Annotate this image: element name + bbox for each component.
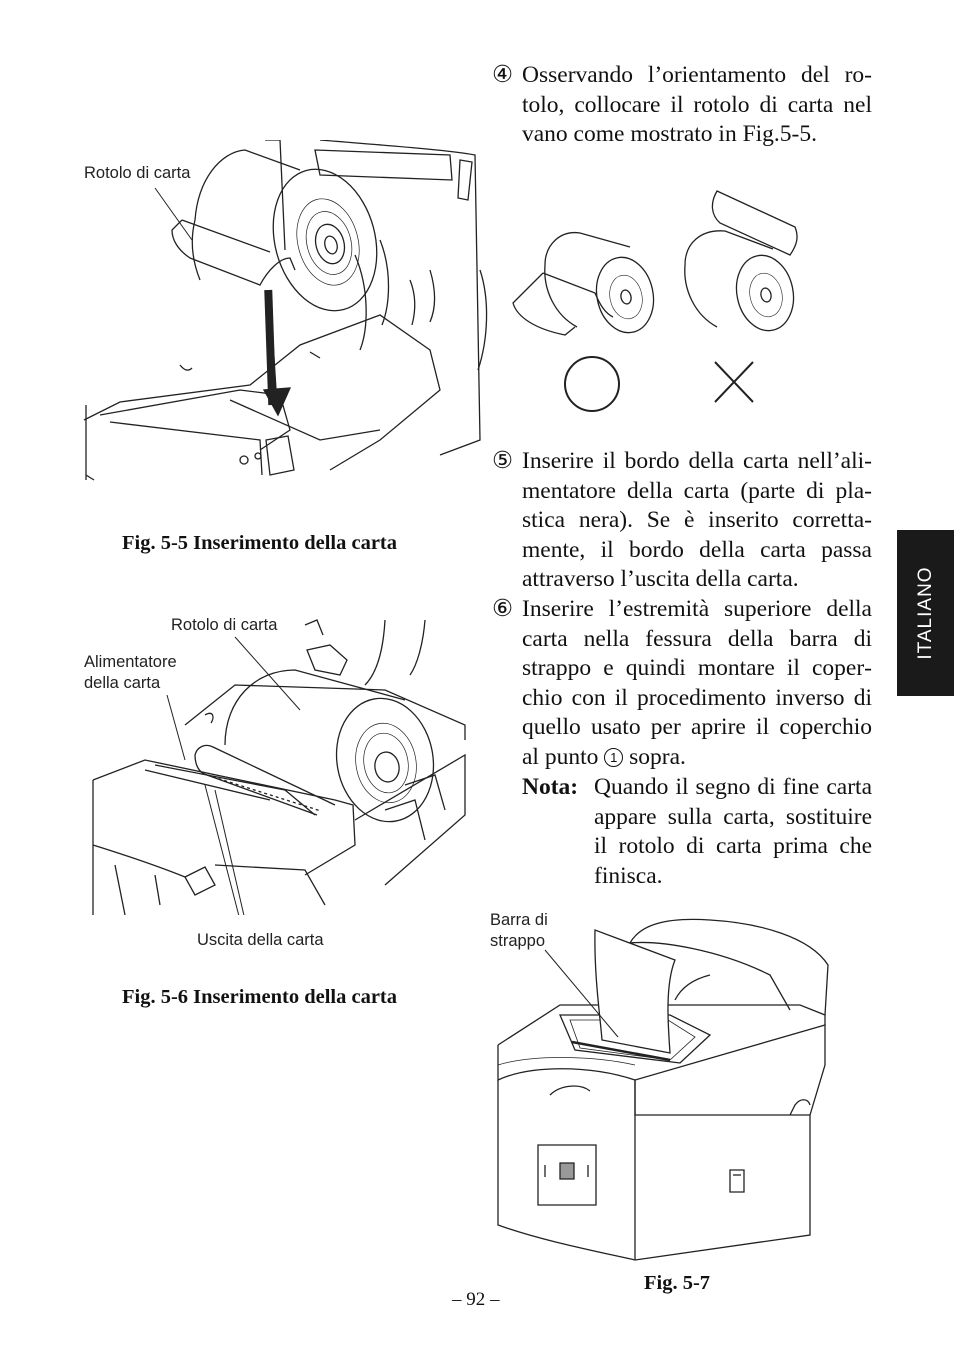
language-side-tab: ITALIANO xyxy=(897,530,954,696)
fig57-label-bar: Barra di strappo xyxy=(490,910,548,953)
wrong-cross-icon xyxy=(715,362,753,402)
language-side-tab-label: ITALIANO xyxy=(914,566,936,660)
step-6-text-end: sopra. xyxy=(629,743,686,770)
fig56-label-exit: Uscita della carta xyxy=(197,931,324,949)
note-label: Nota: xyxy=(522,774,579,800)
fig56-label-roll: Rotolo di carta xyxy=(171,616,278,634)
note-text: Quando il segno di fine carta appare sul… xyxy=(594,774,872,889)
fig57-caption: Fig. 5-7 xyxy=(644,1272,711,1294)
step-6-number: ⑥ xyxy=(492,596,514,622)
step-5-number: ⑤ xyxy=(492,448,514,474)
step-ref-1: 1 xyxy=(604,747,624,767)
fig55-illustration xyxy=(80,140,500,485)
step-5-text: Inserire il bordo della carta nell’ali­m… xyxy=(522,448,872,593)
fig55-label-roll: Rotolo di carta xyxy=(84,164,191,182)
step-4-text: Osservando l’orientamento del ro­tolo, c… xyxy=(522,62,872,148)
step-4: ④ Osservando l’orientamento del ro­tolo,… xyxy=(492,61,872,150)
fig55-caption: Fig. 5-5 Inserimento della carta xyxy=(122,532,397,554)
fig57-illustration xyxy=(490,915,835,1265)
fig56-label-feeder: Alimentatore della carta xyxy=(84,652,177,695)
fig56-label-feeder-line2: della carta xyxy=(84,674,161,693)
step-5: ⑤ Inserire il bordo della carta nell’ali… xyxy=(492,447,872,595)
fig57-label-bar-line1: Barra di xyxy=(490,911,548,929)
step-4-number: ④ xyxy=(492,62,514,88)
roll-orientation-diagram xyxy=(505,185,805,415)
step-6: ⑥ Inserire l’estremità superiore della c… xyxy=(492,595,872,773)
correct-roll-icon xyxy=(545,233,630,265)
step-6-text-main: Inserire l’estremità superiore della car… xyxy=(522,596,872,770)
correct-circle-icon xyxy=(565,357,619,411)
wrong-roll-icon xyxy=(685,231,773,265)
note: Nota: Quando il segno di fine carta appa… xyxy=(522,773,872,891)
fig56-illustration xyxy=(85,615,470,915)
fig56-caption: Fig. 5-6 Inserimento della carta xyxy=(122,986,397,1008)
page-number: – 92 – xyxy=(452,1289,500,1310)
step-6-text: Inserire l’estremità superiore della car… xyxy=(522,595,872,773)
fig57-label-bar-line2: strappo xyxy=(490,932,546,951)
fig56-label-feeder-line1: Alimentatore xyxy=(84,653,177,671)
